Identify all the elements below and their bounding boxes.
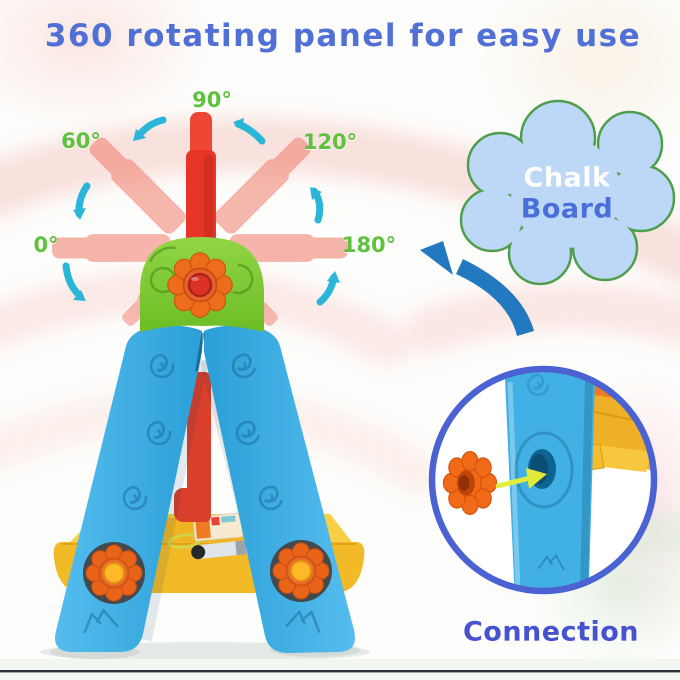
inset-knob bbox=[442, 450, 498, 516]
rotation-arrow-icons bbox=[62, 116, 340, 306]
leg-knob-right bbox=[270, 540, 332, 602]
leg-knob-left bbox=[83, 542, 145, 604]
inset-leg bbox=[504, 372, 596, 588]
hub-knob bbox=[167, 252, 233, 318]
inset-caption: Connection bbox=[462, 616, 640, 648]
angle-label-90: 90° bbox=[192, 88, 232, 112]
rotation-arrow-icon bbox=[316, 271, 340, 306]
rotation-arrow-icon bbox=[73, 182, 91, 220]
connection-inset bbox=[428, 365, 658, 595]
angle-label-120: 120° bbox=[302, 130, 358, 154]
cloud-callout bbox=[459, 99, 676, 286]
angle-label-60: 60° bbox=[61, 129, 101, 153]
angle-label-0: 0° bbox=[33, 233, 59, 257]
cloud-label-line1: Chalk bbox=[523, 162, 611, 194]
rotation-arrow-icon bbox=[310, 187, 324, 224]
rotation-arrow-icon bbox=[62, 262, 86, 301]
rotation-arrow-icon bbox=[233, 118, 266, 145]
right-leg bbox=[204, 325, 355, 653]
rotation-arrow-icon bbox=[133, 116, 167, 141]
page-title: 360 rotating panel for easy use bbox=[44, 18, 642, 54]
easel-toy bbox=[40, 237, 370, 662]
rotation-hub bbox=[140, 237, 264, 332]
inset-ring bbox=[428, 365, 658, 595]
marker-pen bbox=[191, 539, 262, 560]
photo-bottom-edge bbox=[0, 659, 680, 680]
pointer-arrow-icon bbox=[420, 241, 534, 336]
rotating-panel-arm bbox=[186, 112, 216, 254]
connection-arrow-icon bbox=[495, 468, 547, 489]
cloud-label-line2: Board bbox=[520, 193, 614, 225]
angle-label-180: 180° bbox=[341, 233, 397, 257]
